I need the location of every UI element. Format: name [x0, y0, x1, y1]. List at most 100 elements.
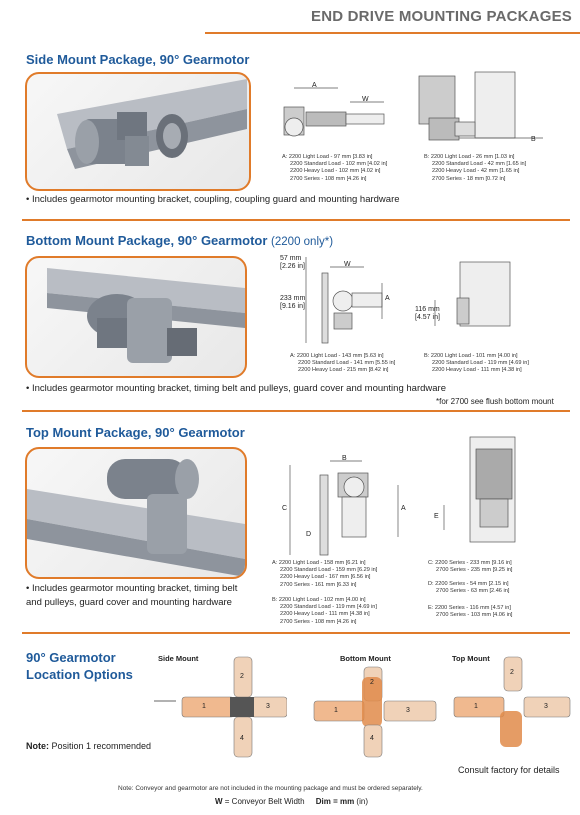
top-mount-diagram-front: B C D A	[280, 455, 410, 560]
spec-line: A: 2200 Light Load - 143 mm [5.63 in]	[290, 353, 384, 359]
side-pos-3: 3	[266, 703, 270, 710]
side-dim-b: B	[531, 136, 536, 143]
bottom-mount-diagram-front: 57 mm [2.26 in] 233 mm [9.16 in] W A	[278, 253, 408, 348]
bottom-pos-1: 1	[334, 707, 338, 714]
bottom-dim-w: W	[344, 261, 351, 268]
top-mount-bullet-1: • Includes gearmotor mounting bracket, t…	[26, 583, 238, 594]
footer-w-text: = Conveyor Belt Width	[222, 797, 305, 806]
bottom-pos-3: 3	[406, 707, 410, 714]
footer-dim-label: Dim = mm	[315, 797, 355, 806]
top-spec-d: D: 2200 Series - 54 mm [2.15 in] 2700 Se…	[428, 581, 509, 595]
side-mount-label: Side Mount	[158, 654, 199, 663]
spec-line: 2700 Series - 161 mm [6.33 in]	[280, 581, 357, 588]
bottom-mount-heading: Bottom Mount Package, 90° Gearmotor (220…	[26, 233, 333, 248]
spec-line: 2200 Standard Load - 102 mm [4.02 in]	[290, 161, 388, 168]
location-note: Note: Position 1 recommended	[26, 741, 151, 751]
bottom-mount-bullet: • Includes gearmotor mounting bracket, t…	[26, 383, 446, 394]
spec-line: 2200 Heavy Load - 111 mm [4.38 in]	[432, 367, 522, 374]
bottom-mount-illustration	[47, 268, 245, 363]
side-pos-2: 2	[240, 673, 244, 680]
bottom-dim-a: A	[385, 295, 390, 302]
side-spec-a: A: 2200 Light Load - 97 mm [3.83 in] 220…	[282, 154, 387, 183]
bottom-dim-116-in: [4.57 in]	[415, 314, 440, 321]
side-spec-b: B: 2200 Light Load - 26 mm [1.03 in] 220…	[424, 154, 526, 183]
bottom-spec-b: B: 2200 Light Load - 101 mm [4.00 in] 22…	[424, 353, 529, 375]
top-dim-a: A	[401, 505, 406, 512]
side-location-diagram: 1 2 3 4	[152, 655, 288, 760]
title-bar	[205, 0, 580, 34]
spec-line: 2200 Heavy Load - 42 mm [1.65 in]	[432, 168, 520, 175]
top-mount-heading: Top Mount Package, 90° Gearmotor	[26, 425, 245, 440]
spec-line: 2200 Heavy Load - 215 mm [8.42 in]	[298, 367, 389, 374]
bottom-mount-diagram-side: 116 mm [4.57 in]	[415, 260, 555, 340]
spec-line: 2200 Heavy Load - 167 mm [6.56 in]	[280, 574, 371, 581]
top-mount-photo	[25, 447, 247, 579]
spec-line: 2700 Series - 108 mm [4.26 in]	[290, 175, 367, 182]
section-divider	[22, 632, 570, 634]
bottom-mount-heading-text: Bottom Mount Package, 90° Gearmotor	[26, 233, 268, 248]
spec-line: C: 2200 Series - 233 mm [9.16 in]	[428, 560, 512, 566]
location-heading-2: Location Options	[26, 667, 133, 682]
top-location-diagram: 1 2 3	[452, 655, 572, 750]
section-divider	[22, 219, 570, 221]
top-pos-3: 3	[544, 703, 548, 710]
location-note-text: Position 1 recommended	[49, 741, 152, 751]
bottom-footnote: *for 2700 see flush bottom mount	[436, 397, 554, 406]
top-spec-e: E: 2200 Series - 116 mm [4.57 in] 2700 S…	[428, 605, 513, 619]
top-dim-b: B	[342, 455, 347, 462]
side-dim-w: W	[362, 96, 369, 103]
spec-line: B: 2200 Light Load - 101 mm [4.00 in]	[424, 353, 518, 359]
footer-note: Note: Conveyor and gearmotor are not inc…	[118, 785, 423, 792]
bottom-spec-a: A: 2200 Light Load - 143 mm [5.63 in] 22…	[290, 353, 395, 375]
bottom-mount-label: Bottom Mount	[340, 654, 391, 663]
top-mount-bullet-2: and pulleys, guard cover and mounting ha…	[26, 597, 232, 608]
spec-line: 2700 Series - 108 mm [4.26 in]	[280, 618, 357, 625]
side-mount-bullet: • Includes gearmotor mounting bracket, c…	[26, 194, 400, 205]
side-mount-diagram-side: B	[415, 70, 555, 150]
bottom-dim-116: 116 mm	[415, 306, 440, 313]
top-pos-2: 2	[510, 669, 514, 676]
bottom-pos-4: 4	[370, 735, 374, 742]
spec-line: 2700 Series - 18 mm [0.72 in]	[432, 175, 506, 182]
spec-line: A: 2200 Light Load - 97 mm [3.83 in]	[282, 154, 373, 160]
side-mount-diagram-front: A W	[280, 82, 390, 147]
spec-line: 2200 Standard Load - 119 mm [4.69 in]	[280, 604, 377, 611]
location-note-label: Note:	[26, 741, 49, 751]
bottom-pos-2: 2	[370, 679, 374, 686]
side-pos-1: 1	[202, 703, 206, 710]
spec-line: 2200 Standard Load - 159 mm [6.29 in]	[280, 567, 378, 574]
consult-note: Consult factory for details	[458, 765, 560, 775]
top-dim-c: C	[282, 505, 288, 512]
spec-line: 2200 Heavy Load - 102 mm [4.02 in]	[290, 168, 381, 175]
spec-line: B: 2200 Light Load - 102 mm [4.00 in]	[272, 597, 366, 603]
bottom-mount-photo	[25, 256, 247, 378]
bottom-dim-57: 57 mm	[280, 255, 302, 262]
spec-line: D: 2200 Series - 54 mm [2.15 in]	[428, 581, 509, 587]
spec-line: A: 2200 Light Load - 158 mm [6.21 in]	[272, 560, 366, 566]
side-mount-photo	[25, 72, 251, 191]
footer-dim-unit: (in)	[354, 797, 368, 806]
spec-line: 2700 Series - 63 mm [2.46 in]	[436, 588, 510, 595]
top-dim-d: D	[306, 531, 312, 538]
top-pos-1: 1	[474, 703, 478, 710]
spec-line: E: 2200 Series - 116 mm [4.57 in]	[428, 605, 511, 611]
spec-line: 2200 Standard Load - 42 mm [1.65 in]	[432, 161, 527, 168]
footer-legend: W = Conveyor Belt Width Dim = mm (in)	[215, 797, 368, 806]
side-mount-illustration	[57, 79, 247, 169]
top-spec-b: B: 2200 Light Load - 102 mm [4.00 in] 22…	[272, 597, 377, 626]
top-mount-illustration	[27, 459, 245, 577]
spec-line: 2200 Heavy Load - 111 mm [4.38 in]	[280, 611, 370, 618]
spec-line: 2200 Standard Load - 119 mm [4.69 in]	[432, 360, 529, 367]
top-dim-e: E	[434, 513, 439, 520]
spec-line: 2700 Series - 103 mm [4.06 in]	[436, 612, 513, 619]
bottom-mount-heading-sub: (2200 only*)	[271, 236, 334, 248]
top-spec-a: A: 2200 Light Load - 158 mm [6.21 in] 22…	[272, 560, 377, 589]
spec-line: B: 2200 Light Load - 26 mm [1.03 in]	[424, 154, 515, 160]
bottom-dim-233: 233 mm	[280, 295, 306, 302]
location-heading-1: 90° Gearmotor	[26, 650, 116, 665]
side-mount-heading: Side Mount Package, 90° Gearmotor	[26, 52, 250, 67]
top-mount-diagram-side: E	[430, 435, 555, 545]
spec-line: 2700 Series - 235 mm [9.25 in]	[436, 567, 513, 574]
section-divider	[22, 410, 570, 412]
page-title: END DRIVE MOUNTING PACKAGES	[311, 8, 572, 25]
